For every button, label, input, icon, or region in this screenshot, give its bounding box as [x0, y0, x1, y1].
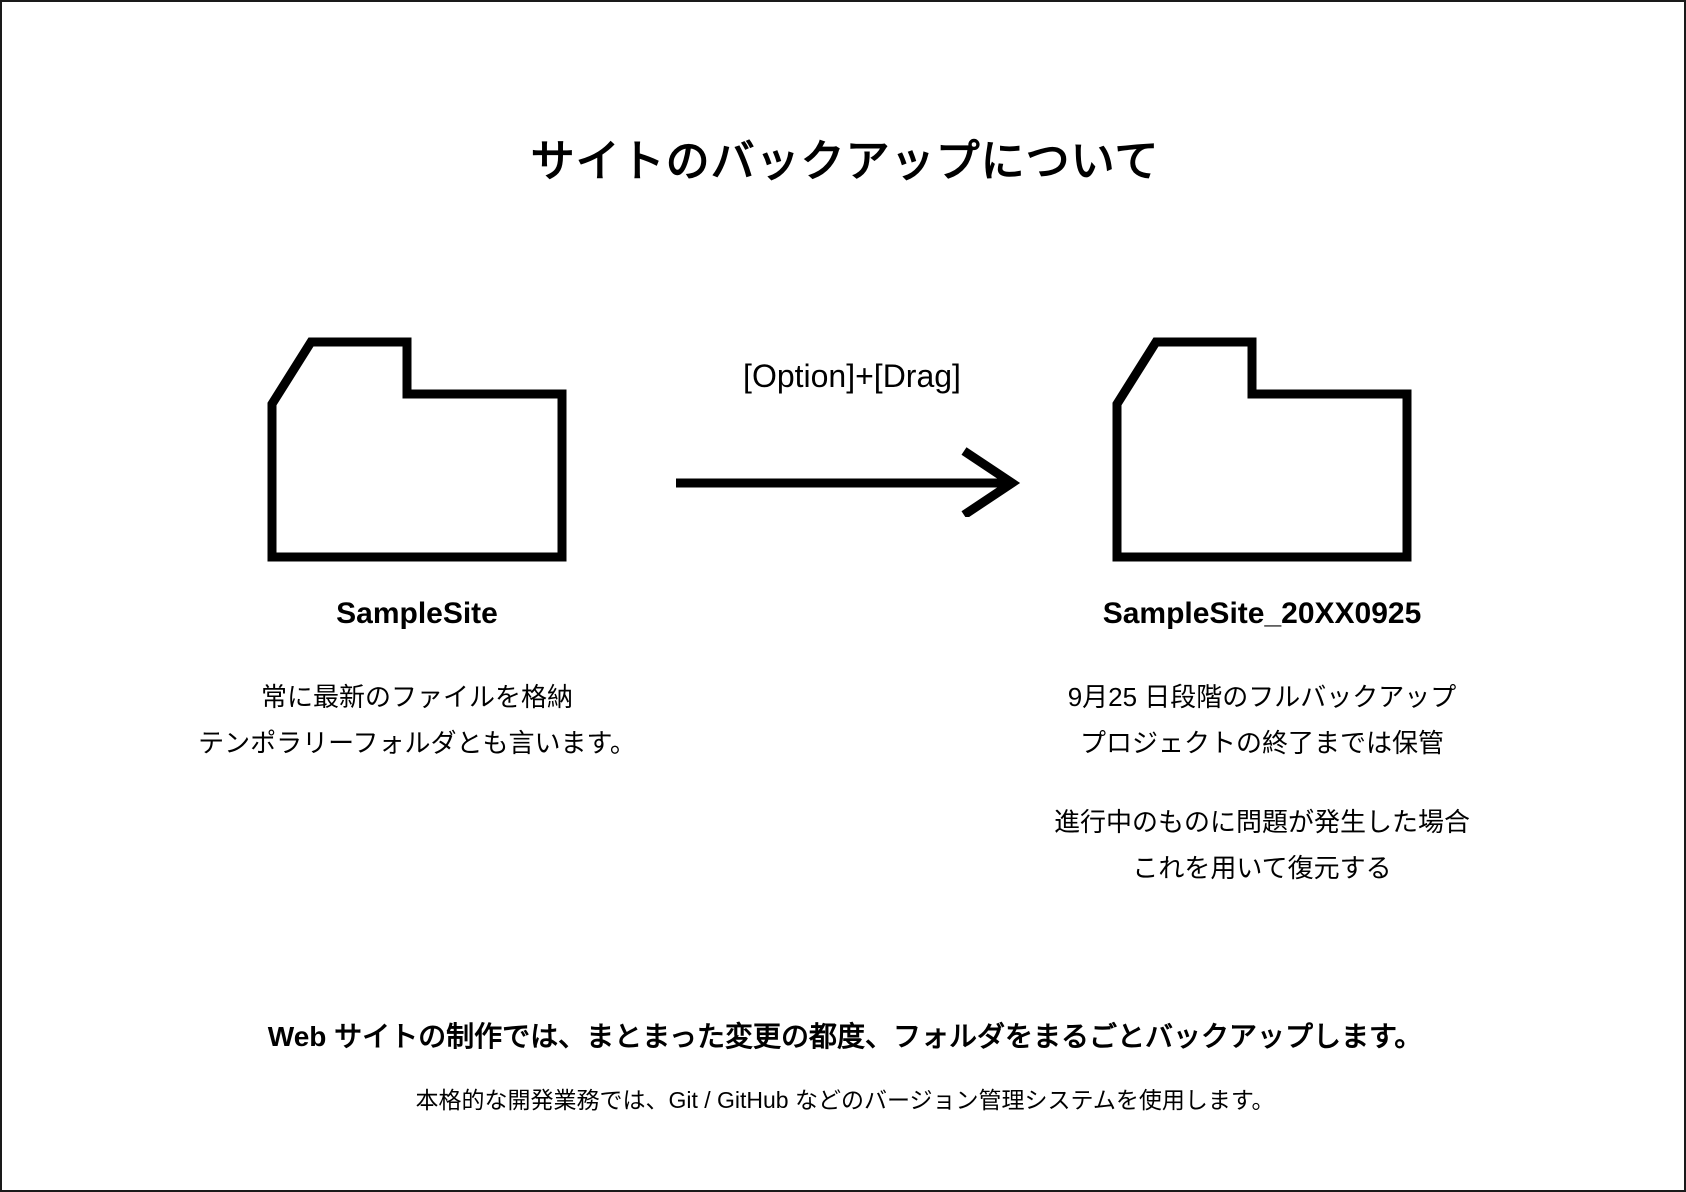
backup-folder-description-secondary: 進行中のものに問題が発生した場合 これを用いて復元する: [982, 800, 1542, 891]
description-line: プロジェクトの終了までは保管: [1079, 727, 1444, 758]
note-primary: Web サイトの制作では、まとまった変更の都度、フォルダをまるごとバックアップし…: [267, 1021, 1423, 1052]
transfer-group: [Option]+[Drag]: [642, 357, 1042, 518]
description-line: 進行中のものに問題が発生した場合: [1053, 807, 1470, 837]
bottom-notes: Web サイトの制作では、まとまった変更の都度、フォルダをまるごとバックアップし…: [2, 1017, 1684, 1116]
backup-folder-label: SampleSite_20XX0925: [1102, 597, 1422, 630]
note-secondary: 本格的な開発業務では、Git / GitHub などのバージョン管理システムを使…: [415, 1087, 1275, 1114]
folder-icon: [267, 337, 567, 562]
description-line: 9月25 日段階のフルバックアップ: [1067, 682, 1457, 712]
source-folder-label: SampleSite: [336, 597, 498, 630]
backup-folder-description: 9月25 日段階のフルバックアップ プロジェクトの終了までは保管: [982, 675, 1542, 766]
page-title: サイトのバックアップについて: [530, 137, 1160, 186]
description-line: 常に最新のファイルを格納: [260, 682, 573, 712]
description-line: これを用いて復元する: [1132, 852, 1392, 883]
folder-icon: [1112, 337, 1412, 562]
source-folder-group: SampleSite 常に最新のファイルを格納 テンポラリーフォルダとも言います…: [137, 332, 697, 766]
description-line: テンポラリーフォルダとも言います。: [198, 727, 636, 758]
arrow-right-icon: [676, 447, 1021, 518]
backup-folder-group: SampleSite_20XX0925 9月25 日段階のフルバックアップ プロ…: [982, 332, 1542, 891]
shortcut-label: [Option]+[Drag]: [743, 358, 961, 394]
source-folder-description: 常に最新のファイルを格納 テンポラリーフォルダとも言います。: [137, 675, 697, 766]
